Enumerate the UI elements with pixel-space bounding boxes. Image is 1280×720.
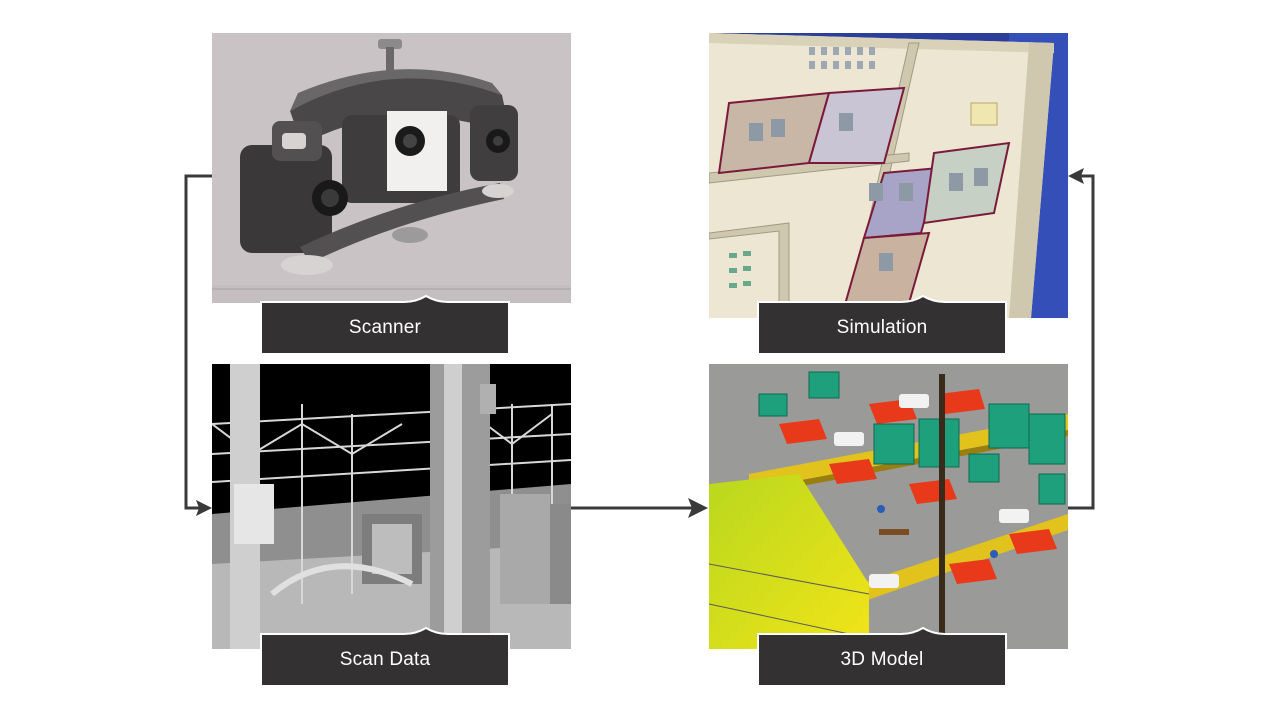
simulation-image: [709, 33, 1068, 318]
scanner-image: [212, 33, 571, 303]
arrowhead-simulation: [1068, 168, 1084, 184]
scanner-label: Scanner: [260, 295, 510, 355]
scan-data-label-text: Scan Data: [339, 649, 431, 670]
arrowhead-scan-data: [196, 500, 212, 516]
3d-model-image: [709, 364, 1068, 649]
3d-model-label: 3D Model: [757, 627, 1007, 687]
scanner-label-text: Scanner: [348, 317, 422, 338]
scan-data-image: [212, 364, 571, 649]
simulation-label-text: Simulation: [836, 317, 928, 338]
scan-data-label: Scan Data: [260, 627, 510, 687]
arrow-3d-model-to-simulation: [1068, 174, 1095, 510]
arrow-scanner-to-scan-data: [184, 174, 212, 510]
arrowhead-3d-model: [688, 498, 708, 518]
3d-model-label-text: 3D Model: [840, 649, 924, 670]
simulation-label: Simulation: [757, 295, 1007, 355]
